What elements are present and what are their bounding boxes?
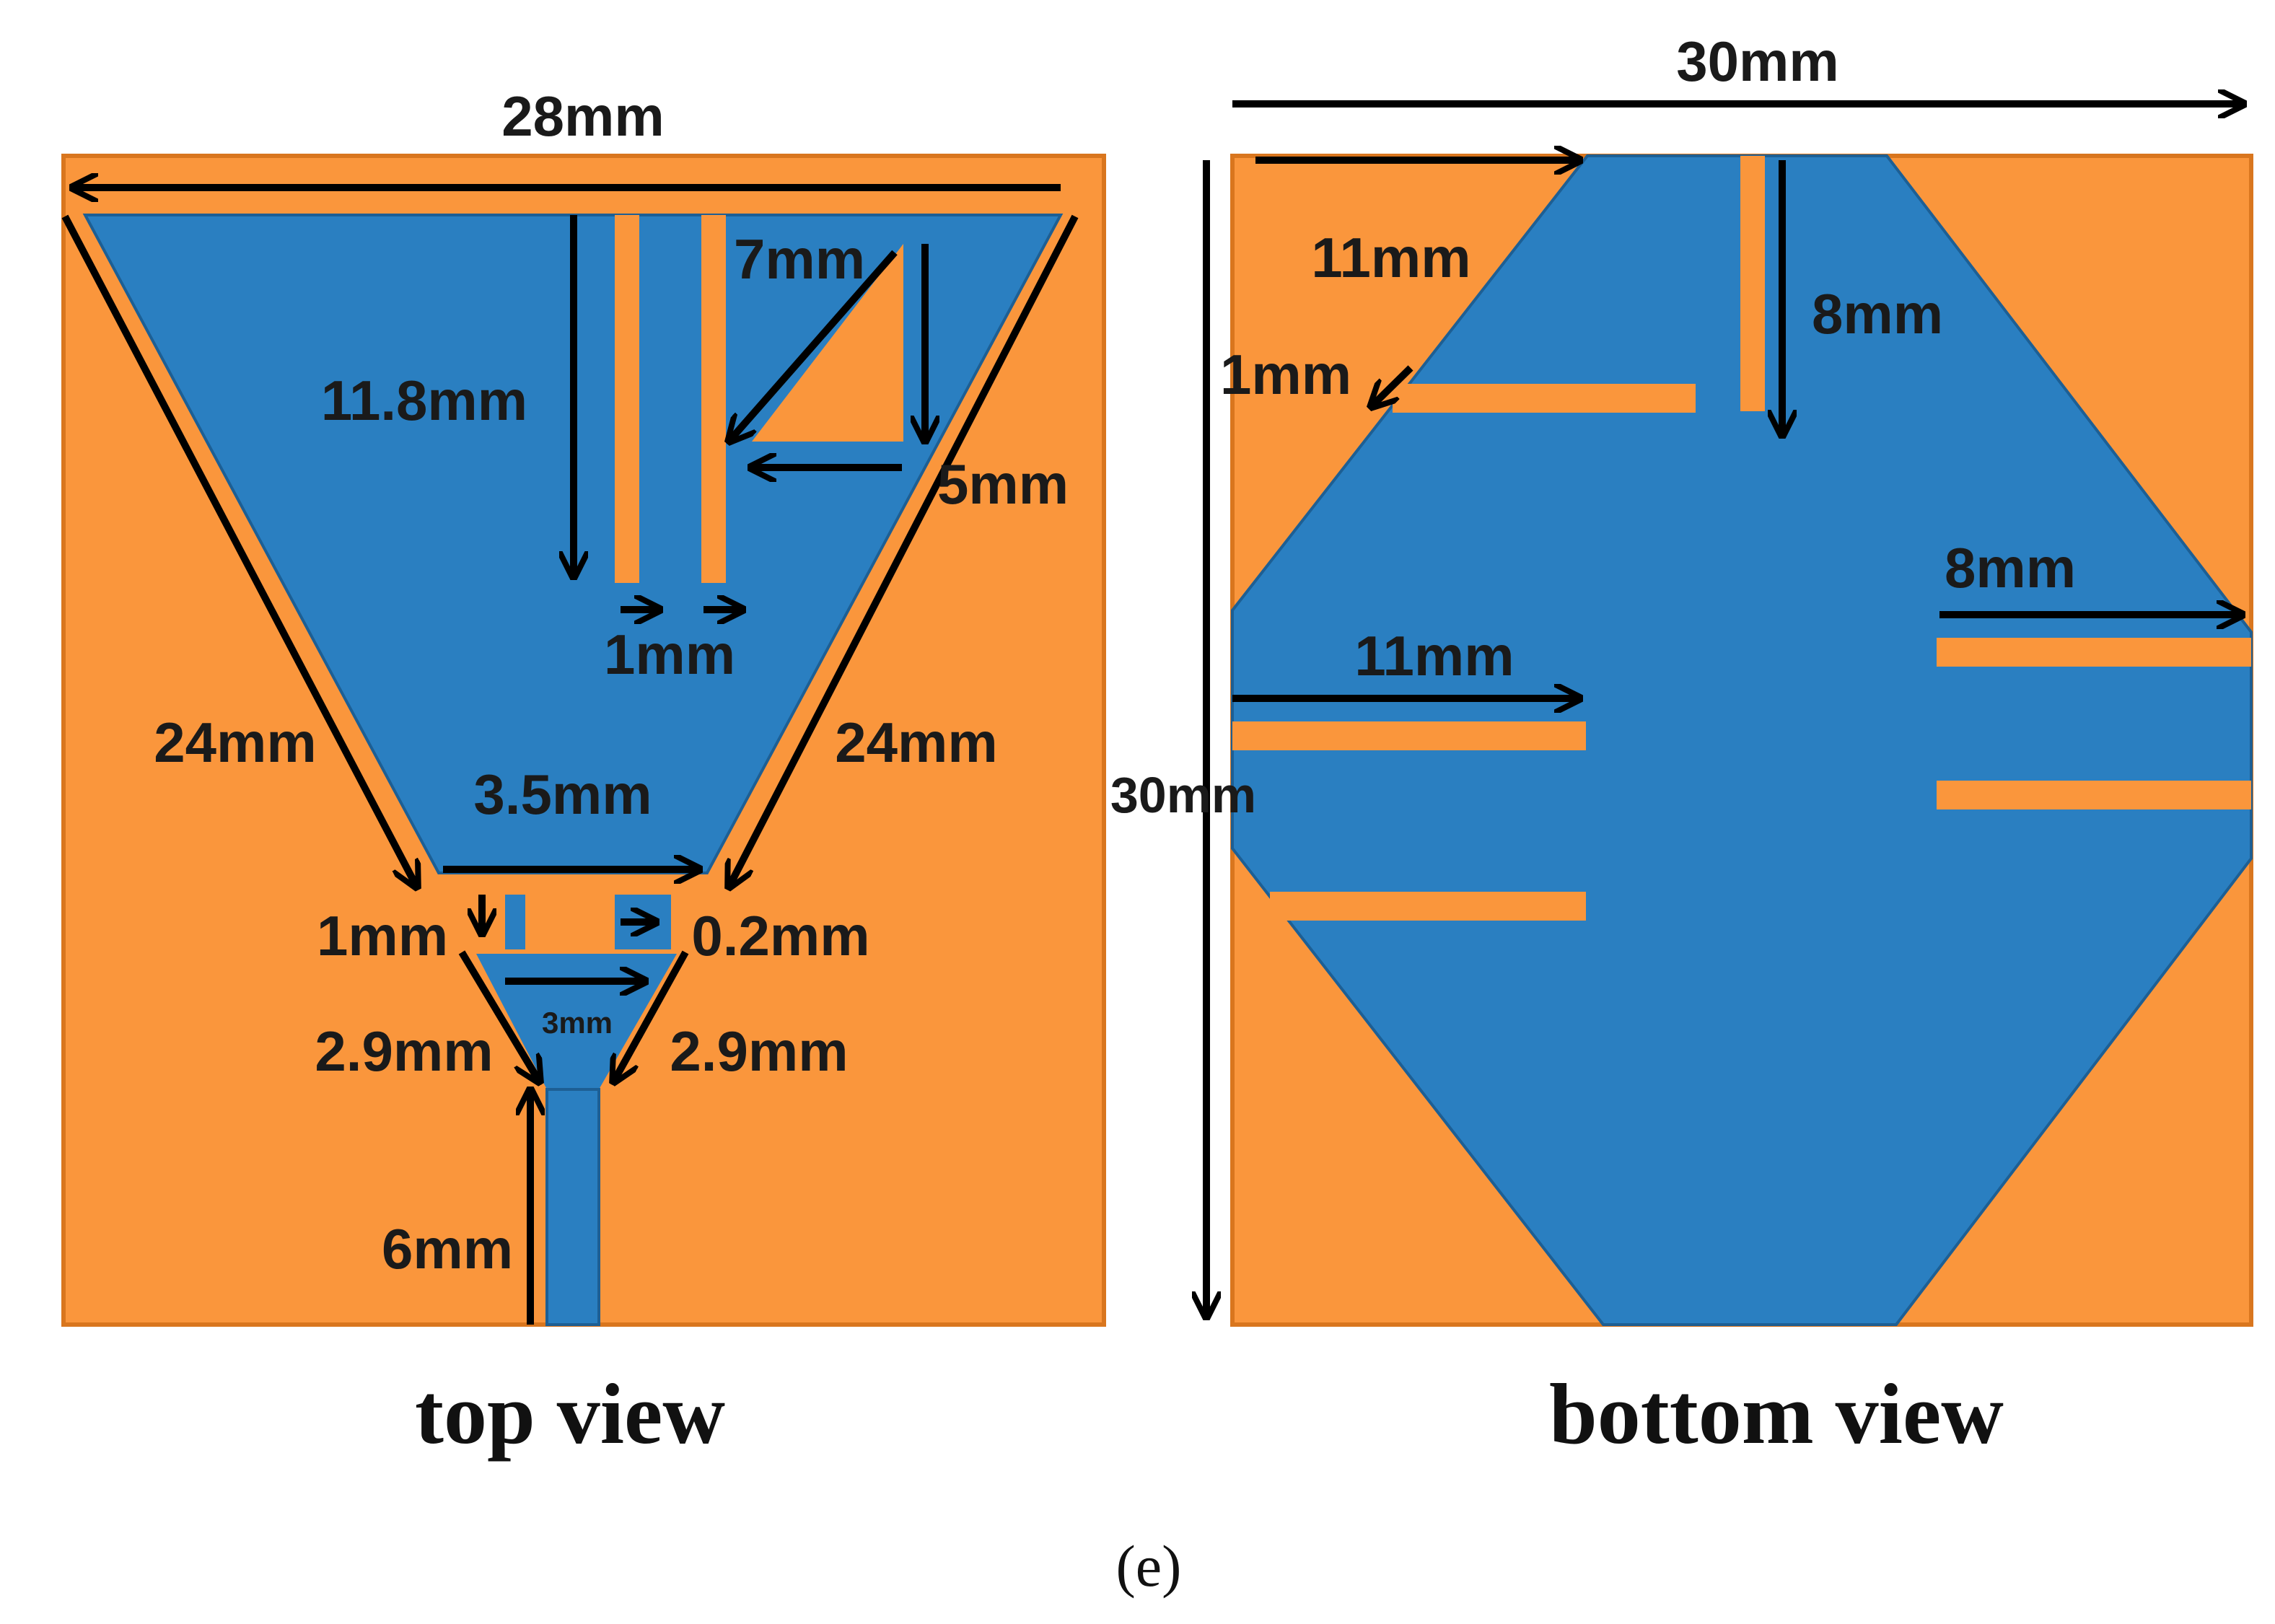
arrow-24mm-right — [729, 214, 1079, 887]
label-0-2mm: 0.2mm — [691, 904, 869, 967]
caption-bottom-view: bottom view — [1549, 1366, 2004, 1462]
label-11-8mm: 11.8mm — [321, 369, 527, 432]
label-8mm-top: 8mm — [1812, 282, 1943, 346]
arrow-2-9mm-right — [613, 950, 689, 1082]
top-slot-left — [615, 215, 639, 583]
bottom-slot-top-horizontal — [1393, 384, 1696, 413]
arrow-2-9mm-left — [458, 950, 540, 1082]
label-2-9mm-right: 2.9mm — [670, 1019, 848, 1083]
label-30mm-height: 30mm — [1110, 767, 1256, 823]
bottom-slot-left-upper — [1232, 721, 1586, 750]
arrow-7mm — [729, 250, 898, 442]
top-view: 28mm 11.8mm 7mm 5mm 1mm 24mm 24mm 3.5mm … — [61, 84, 1106, 1462]
label-28mm: 28mm — [501, 84, 664, 148]
bottom-slot-right-lower — [1937, 781, 2251, 809]
label-3mm: 3mm — [542, 1006, 613, 1040]
label-1mm-gap: 1mm — [317, 904, 448, 967]
top-triangle-slot — [752, 244, 903, 442]
label-8mm-right: 8mm — [1945, 536, 2076, 600]
label-5mm: 5mm — [937, 452, 1069, 516]
top-feed-line — [545, 1088, 600, 1326]
label-1mm-bottom: 1mm — [1220, 343, 1351, 406]
figure-label: (e) — [1115, 1533, 1181, 1599]
bottom-view: 30mm 30mm 11mm 8mm 1mm 8mm 11mm bottom v… — [1110, 30, 2253, 1462]
label-11mm-left: 11mm — [1354, 624, 1514, 688]
arrow-24mm-left — [61, 214, 417, 887]
label-30mm-width: 30mm — [1676, 30, 1838, 93]
top-slot-right — [701, 215, 726, 583]
bottom-slot-top — [1740, 156, 1765, 411]
caption-top-view: top view — [415, 1366, 725, 1462]
label-2-9mm-left: 2.9mm — [315, 1019, 493, 1083]
label-24mm-left: 24mm — [154, 711, 316, 774]
label-24mm-right: 24mm — [835, 711, 997, 774]
label-1mm-slot: 1mm — [604, 623, 735, 686]
arrow-1mm-bottom — [1371, 365, 1413, 407]
label-11mm-top: 11mm — [1311, 226, 1470, 289]
bottom-slot-left-lower — [1270, 892, 1586, 921]
top-neck-inner — [525, 895, 615, 949]
bottom-ground-plane — [1231, 154, 2253, 1326]
label-6mm: 6mm — [382, 1217, 513, 1281]
bottom-slot-right-upper — [1937, 638, 2251, 667]
label-7mm: 7mm — [734, 227, 865, 291]
label-3-5mm: 3.5mm — [473, 763, 652, 826]
